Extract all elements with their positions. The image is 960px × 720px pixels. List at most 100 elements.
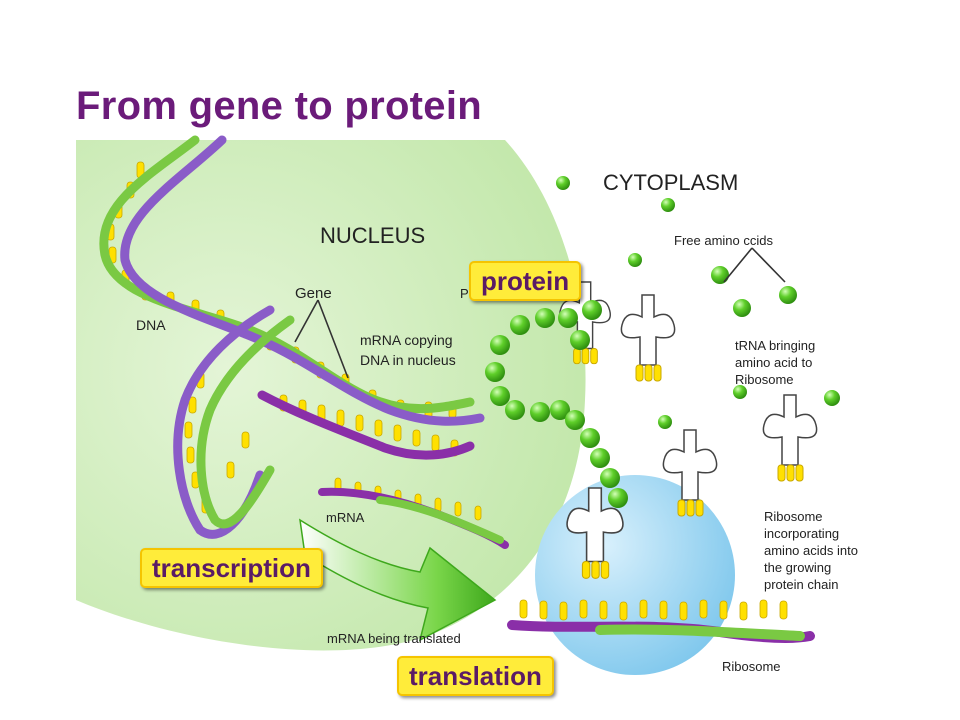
- mrna-base: [639, 599, 648, 619]
- dna-base: [226, 461, 235, 479]
- nucleus-label: NUCLEUS: [320, 223, 425, 248]
- trna-anticodon: [644, 364, 653, 382]
- mrna-base: [679, 601, 688, 621]
- amino-acid: [510, 315, 530, 335]
- amino-acid: [490, 386, 510, 406]
- mrna-base: [699, 599, 708, 619]
- mrna-base: [579, 599, 588, 619]
- transcription-arrow: [299, 518, 497, 642]
- mrna-base: [374, 419, 383, 437]
- trna-anticodon: [653, 364, 662, 382]
- ribosome-text-2: incorporating: [764, 526, 839, 541]
- trna: [762, 394, 818, 482]
- mrna-base: [599, 600, 608, 620]
- dna-label: DNA: [136, 317, 166, 333]
- protein-callout: protein: [469, 261, 582, 301]
- free-amino-acids: [556, 176, 840, 429]
- amino-acid: [582, 300, 602, 320]
- dna-helix: [99, 135, 485, 539]
- trna-anticodon: [581, 560, 591, 579]
- trna: [620, 294, 676, 382]
- free-amino-acid: [824, 390, 840, 406]
- trna-label-1: tRNA bringing: [735, 338, 815, 353]
- mrna-base: [719, 600, 728, 620]
- mrna-strand-translated: [507, 599, 815, 644]
- trna-body: [620, 294, 676, 366]
- mrna-base: [619, 601, 628, 621]
- dna-base: [186, 446, 195, 464]
- dna-base: [241, 431, 250, 449]
- protein-chain: [485, 300, 628, 508]
- mrna-base: [779, 600, 788, 620]
- mrna-base: [519, 599, 528, 619]
- mrna-base: [539, 600, 548, 620]
- mrna-base: [431, 434, 440, 452]
- free-amino-label: Free amino ccids: [674, 233, 773, 248]
- amino-acid: [490, 335, 510, 355]
- mrna-base: [659, 600, 668, 620]
- mrna-translated-label: mRNA being translated: [327, 631, 461, 646]
- mrna-copying-label-1: mRNA copying: [360, 332, 453, 348]
- mrna-base: [454, 501, 462, 517]
- trna-anticodon: [777, 464, 786, 482]
- mrna-label: mRNA: [326, 510, 365, 525]
- mrna-base: [759, 599, 768, 619]
- amino-acid: [570, 330, 590, 350]
- mrna-base: [336, 409, 345, 427]
- free-amino-acid: [733, 385, 747, 399]
- mrna-base: [412, 429, 421, 447]
- amino-acid: [590, 448, 610, 468]
- dna-base: [188, 396, 197, 414]
- amino-acid: [565, 410, 585, 430]
- trna-label-2: amino acid to: [735, 355, 812, 370]
- mrna-base: [559, 601, 568, 621]
- amino-acid: [580, 428, 600, 448]
- free-amino-acid: [628, 253, 642, 267]
- gene-label: Gene: [295, 285, 332, 302]
- trna-anticodon: [635, 364, 644, 382]
- trna-anticodon: [590, 348, 598, 365]
- transcription-callout: transcription: [140, 548, 323, 588]
- trna-anticodon: [686, 499, 695, 517]
- trna-anticodon: [795, 464, 804, 482]
- cytoplasm-label: CYTOPLASM: [603, 170, 738, 195]
- amino-acid: [608, 488, 628, 508]
- ribosome-text-4: the growing: [764, 560, 831, 575]
- mrna-base: [393, 424, 402, 442]
- free-amino-acid: [733, 299, 751, 317]
- ribosome-label: Ribosome: [722, 659, 781, 674]
- amino-acid: [485, 362, 505, 382]
- trna-anticodon: [600, 560, 610, 579]
- free-amino-acid: [711, 266, 729, 284]
- amino-acid: [535, 308, 555, 328]
- mrna-base: [355, 414, 364, 432]
- trna: [662, 429, 718, 517]
- ribosome-text-5: protein chain: [764, 577, 838, 592]
- trna: [566, 487, 624, 579]
- amino-acid: [558, 308, 578, 328]
- amino-acid: [505, 400, 525, 420]
- free-amino-acid: [556, 176, 570, 190]
- mrna-strand-nucleus: [257, 390, 509, 549]
- trna-anticodon: [573, 348, 581, 365]
- trna-anticodon: [786, 464, 795, 482]
- amino-acid: [550, 400, 570, 420]
- trna-body: [762, 394, 818, 466]
- partial-p-label: P: [460, 286, 469, 301]
- trna-anticodon: [581, 348, 590, 365]
- mrna-base: [739, 601, 748, 621]
- mrna-base: [474, 505, 482, 521]
- page-title: From gene to protein: [76, 84, 482, 128]
- free-amino-acid: [779, 286, 797, 304]
- free-amino-acid: [661, 198, 675, 212]
- trna-anticodon: [591, 560, 600, 579]
- amino-acid: [530, 402, 550, 422]
- translation-callout: translation: [397, 656, 554, 696]
- ribosome-text-3: amino acids into: [764, 543, 858, 558]
- mrna-copying-label-2: DNA in nucleus: [360, 352, 456, 368]
- trna-anticodon: [677, 499, 686, 517]
- trna-label-3: Ribosome: [735, 372, 794, 387]
- trna-anticodon: [695, 499, 704, 517]
- amino-acid: [600, 468, 620, 488]
